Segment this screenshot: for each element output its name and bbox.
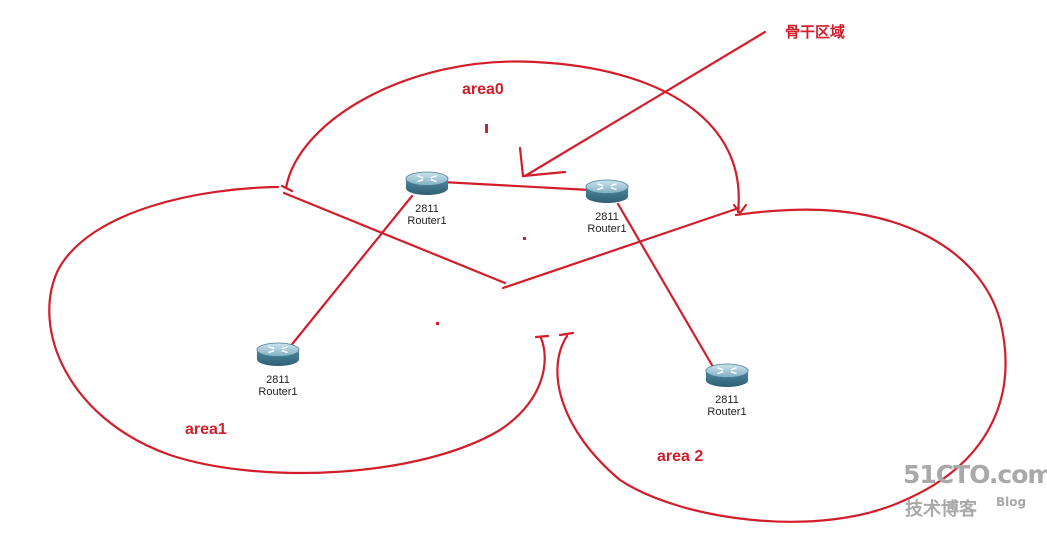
area1-arrowhead-right bbox=[534, 334, 550, 339]
router-icon[interactable] bbox=[256, 342, 300, 367]
area0-arrowhead-left bbox=[280, 184, 294, 193]
area1-boundary bbox=[48, 185, 546, 475]
link-r0-r2 bbox=[287, 194, 414, 350]
area0-area2-border bbox=[501, 206, 741, 290]
area2-label: area 2 bbox=[657, 448, 704, 465]
link-r0-r1 bbox=[440, 180, 592, 192]
router-icon[interactable] bbox=[705, 363, 749, 388]
area0-arrowhead-right bbox=[732, 203, 748, 215]
backbone-arrowhead bbox=[518, 146, 567, 178]
area2-boundary bbox=[556, 208, 1007, 523]
area1-label: area1 bbox=[185, 421, 227, 438]
backbone-area-label: 骨干区域 bbox=[785, 24, 846, 41]
watermark-blog: Blog bbox=[996, 495, 1027, 509]
router-caption: 2811 Router1 bbox=[392, 203, 462, 227]
router-name: Router1 bbox=[407, 215, 447, 227]
router-model: 2811 bbox=[266, 374, 290, 386]
watermark-site: 51CTO.com bbox=[903, 460, 1047, 489]
area0-boundary bbox=[284, 60, 740, 214]
area0-area1-border bbox=[282, 191, 507, 285]
area0-label: area0 bbox=[462, 81, 504, 98]
router-model: 2811 bbox=[415, 203, 439, 215]
router-name: Router1 bbox=[707, 406, 747, 418]
mark bbox=[485, 124, 488, 133]
router-model: 2811 bbox=[595, 211, 619, 223]
router-model: 2811 bbox=[715, 394, 739, 406]
backbone-arrow bbox=[523, 30, 767, 178]
area2-arrowhead-left bbox=[558, 331, 575, 337]
mark bbox=[523, 237, 526, 240]
router-icon[interactable] bbox=[585, 179, 629, 204]
mark bbox=[436, 322, 439, 325]
router-caption: 2811 Router1 bbox=[243, 374, 313, 398]
watermark-tagline: 技术博客 bbox=[905, 499, 977, 520]
router-name: Router1 bbox=[258, 386, 298, 398]
router-caption: 2811 Router1 bbox=[692, 394, 762, 418]
router-name: Router1 bbox=[587, 223, 627, 235]
router-icon[interactable] bbox=[405, 171, 449, 196]
router-caption: 2811 Router1 bbox=[572, 211, 642, 235]
link-r1-r3 bbox=[616, 202, 718, 374]
